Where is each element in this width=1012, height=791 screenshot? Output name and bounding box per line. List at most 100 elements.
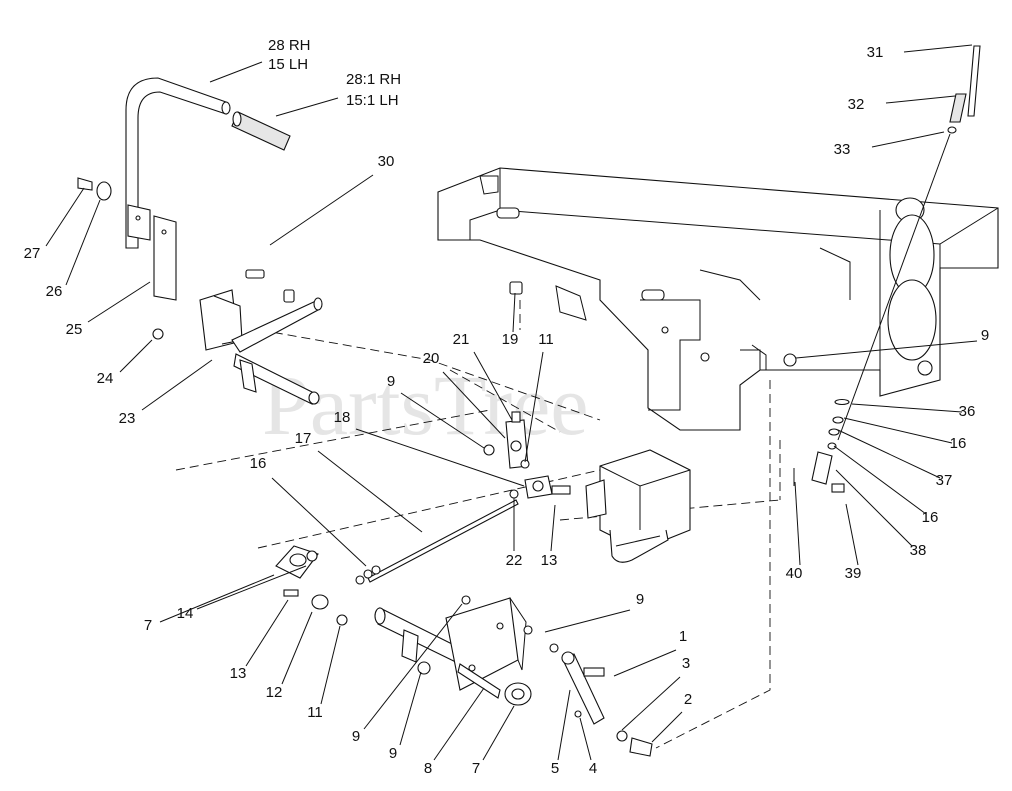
leader-line-c8: [433, 687, 485, 761]
callout-c16b: 16: [950, 435, 967, 452]
leader-line-c9a: [400, 392, 485, 449]
callout-c22: 22: [506, 552, 523, 569]
leader-line-c21: [473, 351, 513, 421]
leader-line-c39: [845, 503, 859, 566]
callout-c30: 30: [378, 153, 395, 170]
leader-line-c26: [65, 199, 101, 286]
pivot-bracket: [152, 269, 323, 405]
leader-line-c1: [613, 649, 677, 677]
callout-c21: 21: [453, 331, 470, 348]
callout-leaders: [45, 44, 978, 761]
callout-c38: 38: [910, 542, 927, 559]
label-leader-lrh281: [275, 97, 339, 117]
leader-line-c18: [355, 428, 525, 487]
callout-c40: 40: [786, 565, 803, 582]
leader-line-c40: [794, 481, 801, 566]
control-handle: [77, 77, 291, 301]
label-rh281: 28:1 RH: [346, 71, 401, 88]
callout-c7a: 7: [144, 617, 152, 634]
callout-c25: 25: [66, 321, 83, 338]
callout-c5: 5: [551, 760, 559, 777]
callout-c16c: 16: [922, 509, 939, 526]
pump-unit: [585, 449, 691, 563]
callout-c26: 26: [46, 283, 63, 300]
leader-line-c13b: [245, 599, 289, 667]
leader-line-c12: [281, 611, 313, 685]
leader-line-c9d: [544, 609, 631, 633]
callout-c13b: 13: [230, 665, 247, 682]
leader-line-c4: [579, 717, 592, 761]
leader-line-c25: [87, 281, 151, 323]
leader-line-c38: [835, 469, 913, 547]
leader-line-c23: [141, 359, 213, 411]
callout-c9a: 9: [387, 373, 395, 390]
callout-c36: 36: [959, 403, 976, 420]
leader-line-c32: [885, 95, 956, 104]
leader-line-c9c: [399, 671, 422, 746]
callout-c2: 2: [684, 691, 692, 708]
leader-line-c14: [196, 565, 307, 610]
ratio-labels: 28 RH 15 LH 28:1 RH 15:1 LH: [209, 37, 401, 117]
callout-c33: 33: [834, 141, 851, 158]
leader-line-c36: [851, 403, 963, 413]
alignment-lines: [175, 300, 781, 749]
callout-c9d: 9: [636, 591, 644, 608]
leader-line-c7b: [482, 705, 515, 761]
leader-line-c3: [621, 676, 681, 731]
label-lh151: 15:1 LH: [346, 92, 399, 109]
callout-c37: 37: [936, 472, 953, 489]
leader-line-c13a: [550, 504, 556, 552]
callout-c27: 27: [24, 245, 41, 262]
label-leader-lrh28: [209, 61, 263, 83]
callout-c39: 39: [845, 565, 862, 582]
leader-line-c16b: [843, 417, 953, 444]
callout-c32: 32: [848, 96, 865, 113]
control-rod: [355, 499, 519, 585]
callout-c9e: 9: [981, 327, 989, 344]
callout-c8: 8: [424, 760, 432, 777]
leader-line-c2: [651, 711, 683, 743]
callout-c7b: 7: [472, 760, 480, 777]
callout-c12: 12: [266, 684, 283, 701]
damper-link: [561, 651, 653, 757]
callout-c23: 23: [119, 410, 136, 427]
callout-c20: 20: [423, 350, 440, 367]
label-lh15: 15 LH: [268, 56, 308, 73]
leader-line-c11a: [524, 351, 544, 463]
leader-line-c16c: [833, 445, 927, 515]
leader-line-c9e: [795, 340, 978, 359]
callout-c3: 3: [682, 655, 690, 672]
callout-c9c: 9: [389, 745, 397, 762]
leader-line-c20: [442, 371, 506, 439]
callout-c14: 14: [177, 605, 194, 622]
leader-line-c7a: [159, 574, 275, 623]
callout-c19: 19: [502, 331, 519, 348]
label-rh28: 28 RH: [268, 37, 311, 54]
callout-c9b: 9: [352, 728, 360, 745]
callout-c11a: 11: [538, 331, 554, 348]
callout-c16a: 16: [250, 455, 267, 472]
leader-line-c16a: [271, 477, 367, 567]
frame-assembly: [437, 167, 999, 431]
callout-c18: 18: [334, 409, 351, 426]
leader-line-c37: [837, 429, 941, 479]
vertical-control-rod: [783, 45, 981, 493]
callout-c11b: 11: [307, 704, 323, 721]
leader-line-c19: [512, 292, 516, 333]
leader-line-c27: [45, 187, 85, 247]
callout-c13a: 13: [541, 552, 558, 569]
leader-line-c24: [119, 339, 153, 373]
callout-c24: 24: [97, 370, 114, 387]
leader-line-c9b: [363, 603, 463, 730]
leader-line-c31: [903, 44, 973, 53]
lower-shaft-assembly: [275, 545, 559, 706]
leader-line-c17: [317, 450, 423, 533]
callout-c1: 1: [679, 628, 687, 645]
leader-line-c33: [871, 131, 945, 148]
lever-linkage: [483, 281, 571, 499]
leader-line-c30: [269, 174, 374, 246]
callout-c4: 4: [589, 760, 597, 777]
